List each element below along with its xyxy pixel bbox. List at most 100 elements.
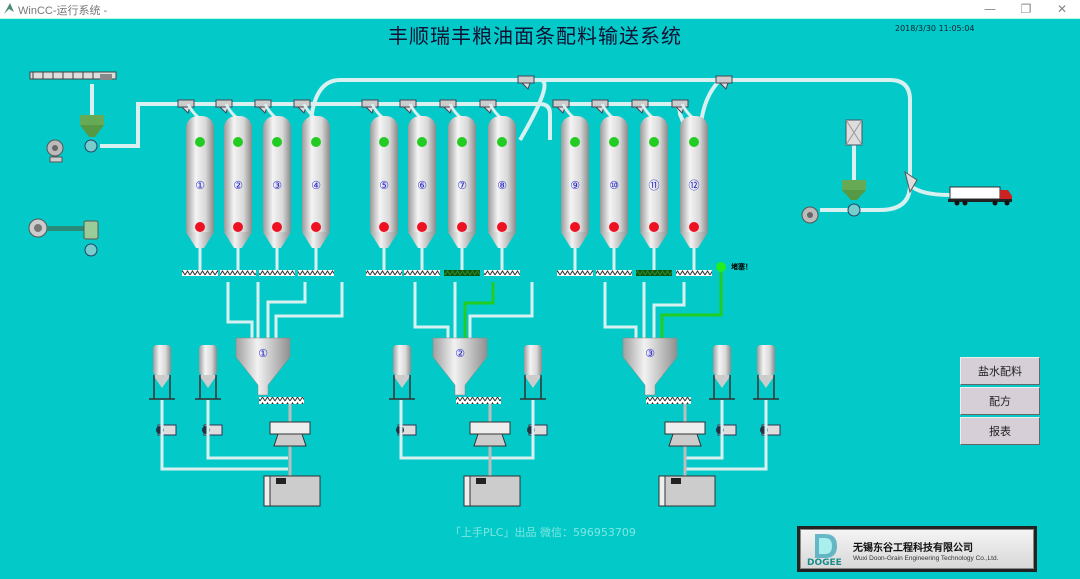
silo-body: [488, 116, 516, 240]
screw-conveyor-7[interactable]: [444, 270, 480, 276]
diverter-valve-icon[interactable]: [631, 99, 649, 114]
diverter-valve-icon[interactable]: [591, 99, 609, 114]
hopper-screw-conveyor[interactable]: [259, 397, 304, 404]
hopper-number-label: ③: [645, 347, 655, 360]
silo-12[interactable]: ⑫: [680, 103, 708, 270]
hopper-number-label: ①: [258, 347, 268, 360]
mixer[interactable]: [469, 421, 511, 447]
silo-body: [370, 116, 398, 240]
silo-bottom-level-indicator: [570, 222, 580, 232]
mixer[interactable]: [269, 421, 311, 447]
ingredient-silo: [149, 345, 177, 436]
close-button[interactable]: ✕: [1044, 0, 1080, 18]
screw-conveyor-4[interactable]: [298, 270, 334, 276]
diverter-valve-icon[interactable]: [399, 99, 417, 114]
silo-2[interactable]: ②: [224, 103, 252, 270]
hopper-screw-conveyor[interactable]: [646, 397, 691, 404]
silo-top-level-indicator: [311, 137, 321, 147]
silo-body: [448, 116, 476, 240]
ingredient-silo: [753, 345, 781, 436]
diverter-valve-icon[interactable]: [254, 99, 272, 114]
silo-10[interactable]: ⑩: [600, 103, 628, 270]
silo-4[interactable]: ④: [302, 103, 330, 270]
silo-bottom-level-indicator: [272, 222, 282, 232]
silo-bottom-level-indicator: [497, 222, 507, 232]
silo-8[interactable]: ⑧: [488, 103, 516, 270]
silo-11[interactable]: ⑪: [640, 103, 668, 270]
recipe-label: 配方: [989, 395, 1011, 408]
silo-number-label: ⑨: [570, 179, 580, 192]
recipe-button[interactable]: 配方: [960, 387, 1040, 415]
screw-conveyor-8[interactable]: [484, 270, 520, 276]
diverter-valve-icon[interactable]: [439, 99, 457, 114]
screw-conveyor-10[interactable]: [596, 270, 632, 276]
diverter-valve-icon[interactable]: [361, 99, 379, 114]
silo-1[interactable]: ①: [186, 103, 214, 270]
report-button[interactable]: 报表: [960, 417, 1040, 445]
mixing-hopper-1[interactable]: ①: [235, 337, 304, 404]
diverter-valve-icon[interactable]: [552, 99, 570, 114]
silo-number-label: ⑫: [689, 179, 700, 192]
silo-bottom-level-indicator: [311, 222, 321, 232]
diverter-valve-icon[interactable]: [215, 99, 233, 114]
silo-top-level-indicator: [609, 137, 619, 147]
screw-conveyor-1[interactable]: [182, 270, 218, 276]
silo-body: [640, 116, 668, 240]
diverter-valve-icon[interactable]: [671, 99, 689, 114]
silo-9[interactable]: ⑨: [561, 103, 589, 270]
mixing-hopper-3[interactable]: ③: [622, 337, 691, 404]
feed-lines: [226, 282, 686, 340]
mixing-hopper-2[interactable]: ②: [432, 337, 501, 404]
extruder[interactable]: [658, 475, 716, 507]
silo-number-label: ⑦: [457, 179, 467, 192]
minimize-button[interactable]: —: [972, 0, 1008, 18]
mixer[interactable]: [664, 421, 706, 447]
silo-3[interactable]: ③: [263, 103, 291, 270]
screw-conveyor-5[interactable]: [366, 270, 402, 276]
silo-top-level-indicator: [195, 137, 205, 147]
extruder[interactable]: [263, 475, 321, 507]
dosing-hopper-left: [80, 115, 104, 153]
silo-body: [302, 116, 330, 240]
ingredient-silo: [520, 345, 548, 436]
screw-conveyor-2[interactable]: [220, 270, 256, 276]
silo-7[interactable]: ⑦: [448, 103, 476, 270]
valves: [177, 75, 733, 114]
silo-5[interactable]: ⑤: [370, 103, 398, 270]
brine-batching-button[interactable]: 盐水配料: [960, 357, 1040, 385]
diverter-valve-icon[interactable]: [177, 99, 195, 114]
screw-conveyor-3[interactable]: [259, 270, 295, 276]
right-blower-system: [801, 119, 918, 224]
restore-button[interactable]: ❐: [1008, 0, 1044, 18]
silo-body: [561, 116, 589, 240]
screw-conveyor-6[interactable]: [404, 270, 440, 276]
screw-conveyor-11[interactable]: [636, 270, 672, 276]
company-name-en: Wuxi Doon-Grain Engineering Technology C…: [853, 555, 999, 562]
extruder[interactable]: [463, 475, 521, 507]
silo-number-label: ⑤: [379, 179, 389, 192]
restore-icon: ❐: [1020, 2, 1032, 16]
silo-bottom-level-indicator: [649, 222, 659, 232]
window-title: WinCC-运行系统 -: [18, 5, 108, 17]
silo-top-level-indicator: [272, 137, 282, 147]
screw-conveyor-9[interactable]: [557, 270, 593, 276]
minimize-icon: —: [984, 2, 996, 16]
silo-number-label: ⑧: [497, 179, 507, 192]
diverter-valve-icon[interactable]: [517, 75, 535, 90]
silo-6[interactable]: ⑥: [408, 103, 436, 270]
blockage-alarm-indicator[interactable]: [716, 262, 726, 272]
diverter-valve-icon[interactable]: [293, 99, 311, 114]
screw-conveyor-12[interactable]: [676, 270, 712, 276]
diverter-valve-icon[interactable]: [479, 99, 497, 114]
datetime-display: 2018/3/30 11:05:04: [895, 24, 975, 33]
hmi-canvas: [0, 19, 1080, 579]
active-feed-lines: [463, 270, 723, 340]
hopper-screw-conveyor[interactable]: [456, 397, 501, 404]
diverter-valve-icon[interactable]: [715, 75, 733, 90]
silo-bottom-level-indicator: [609, 222, 619, 232]
blockage-alarm-label: 堵塞！: [731, 263, 752, 271]
hopper-number-label: ②: [455, 347, 465, 360]
silo-top-level-indicator: [457, 137, 467, 147]
window-titlebar: WinCC-运行系统 - — ❐ ✕: [0, 0, 1080, 19]
watermark-text: 「上手PLC」出品 微信：596953709: [450, 526, 636, 539]
